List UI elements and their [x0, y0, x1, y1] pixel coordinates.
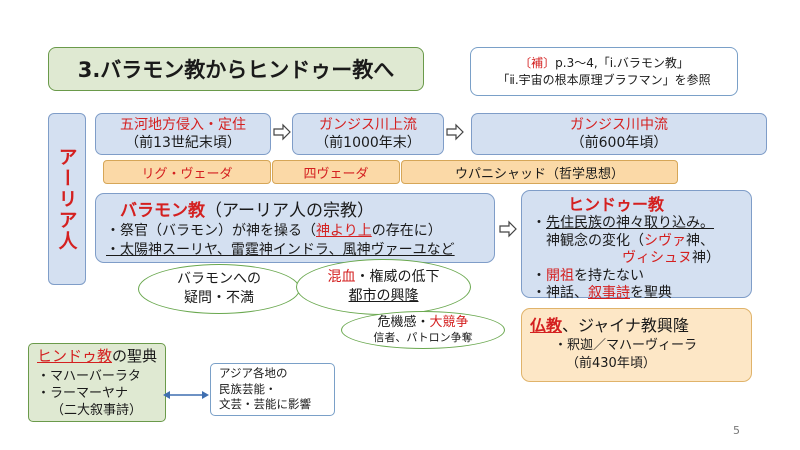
- buddhism-title-rest: 、ジャイナ教興隆: [562, 316, 689, 335]
- timeline-box-1: 五河地方侵入・定住 （前13世紀末頃）: [95, 113, 271, 155]
- hinduism-founder: 開祖: [546, 267, 574, 284]
- hinduism-shiva: シヴァ: [644, 232, 686, 249]
- timeline-date-2: （前1000年末）: [315, 135, 421, 151]
- reference-line2: 「ⅱ.宇宙の根本原理ブラフマン」を参照: [497, 72, 711, 87]
- hinduism-line1-indigenous: 先住民族: [546, 215, 602, 231]
- oval-crisis: 危機感・大競争 信者、パトロン争奪: [341, 311, 505, 349]
- scripture-title-rest: の聖典: [112, 347, 158, 365]
- oval-social: 混血・権威の低下 都市の興隆: [296, 259, 471, 315]
- oval-crisis-pre: 危機感・: [377, 315, 430, 330]
- buddhism-line3: （前430年頃）: [566, 356, 656, 371]
- oval-crisis-line2: 信者、パトロン争奪: [373, 331, 473, 344]
- influence-line3: 文芸・芸能に影響: [219, 397, 311, 411]
- reference-line1: p.3～4,「ⅰ.バラモン教」: [555, 55, 689, 70]
- timeline-place-1: 五河地方侵入・定住: [120, 117, 246, 133]
- timeline-box-3: ガンジス川中流 （前600年頃）: [471, 113, 767, 155]
- text-rigveda: リグ・ヴェーダ: [103, 160, 271, 184]
- buddhism-title: 仏教: [530, 316, 563, 335]
- aryan-side-label: アーリア人: [48, 113, 86, 285]
- arrow-right-icon: [499, 220, 517, 242]
- reference-bracket: 〔補〕: [519, 55, 556, 70]
- brahmanism-subtitle: （アーリア人の宗教）: [205, 201, 374, 221]
- timeline-date-3: （前600年頃）: [570, 135, 668, 151]
- hinduism-line2-post: 神、: [686, 232, 714, 249]
- brahmanism-line1-pre: ・祭官（バラモン）が神を操る（: [106, 223, 316, 239]
- hinduism-line1-dot: ・: [532, 215, 546, 231]
- text-upanishad-label: ウパニシャッド（哲学思想）: [454, 166, 624, 182]
- brahmanism-line1-highlight: 神より上: [316, 223, 372, 239]
- arrow-right-icon: [446, 123, 464, 145]
- brahmanism-box: バラモン教（アーリア人の宗教） ・祭官（バラモン）が神を操る（神より上の存在に）…: [95, 193, 495, 263]
- double-arrow-icon: [162, 386, 210, 405]
- timeline-place-2: ガンジス川上流: [319, 117, 417, 133]
- hinduism-line4-rest: を持たない: [574, 267, 644, 284]
- hinduism-line2-pre: 神観念の変化（: [546, 232, 644, 249]
- scripture-item-ramayana: ・ラーマーヤナ: [37, 386, 129, 401]
- influence-line1: アジア各地の: [219, 366, 288, 380]
- brahmanism-line1-post: の存在に）: [371, 223, 442, 239]
- oval-doubt: バラモンへの 疑問・不満: [138, 264, 300, 314]
- hinduism-title: ヒンドゥー教: [568, 195, 665, 214]
- reference-note: 〔補〕p.3～4,「ⅰ.バラモン教」 「ⅱ.宇宙の根本原理ブラフマン」を参照: [470, 47, 738, 96]
- oval-doubt-line2: 疑問・不満: [184, 290, 254, 306]
- brahmanism-title: バラモン教: [120, 201, 205, 221]
- timeline-date-1: （前13世紀末頃）: [125, 135, 241, 151]
- hinduism-vishnu: ヴィシュヌ: [622, 250, 692, 266]
- oval-social-rest: ・権威の低下: [355, 269, 440, 285]
- oval-social-mixing: 混血: [327, 269, 356, 285]
- scripture-item-epics: （二大叙事詩）: [51, 403, 143, 418]
- timeline-box-2: ガンジス川上流 （前1000年末）: [292, 113, 444, 155]
- hinduism-line5-pre: ・神話、: [532, 285, 588, 301]
- oval-doubt-line1: バラモンへの: [177, 271, 261, 287]
- text-four-vedas-label: 四ヴェーダ: [303, 166, 369, 182]
- arrow-right-icon: [273, 123, 291, 145]
- timeline-place-3: ガンジス川中流: [570, 117, 668, 133]
- influence-box: アジア各地の 民族芸能・ 文芸・芸能に影響: [210, 363, 335, 416]
- text-upanishad: ウパニシャッド（哲学思想）: [401, 160, 678, 184]
- brahmanism-line2: ・太陽神スーリヤ、雷霆神インドラ、風神ヴァーユなど: [106, 242, 455, 258]
- hinduism-box: ヒンドゥー教 ・先住民族の神々取り込み。 神観念の変化（シヴァ神、 ヴィシュヌ神…: [521, 190, 752, 301]
- scripture-item-mahabharata: ・マハーバーラタ: [37, 369, 141, 384]
- scripture-box: ヒンドゥ教の聖典 ・マハーバーラタ ・ラーマーヤナ （二大叙事詩）: [28, 343, 166, 422]
- page-title: 3.バラモン教からヒンドゥー教へ: [48, 47, 424, 91]
- hinduism-line3-post: 神）: [692, 250, 720, 266]
- oval-crisis-competition: 大競争: [429, 315, 469, 330]
- hinduism-line4-dot: ・: [532, 267, 546, 284]
- page-title-text: 3.バラモン教からヒンドゥー教へ: [77, 58, 395, 82]
- influence-line2: 民族芸能・: [219, 381, 277, 396]
- text-four-vedas: 四ヴェーダ: [272, 160, 400, 184]
- hinduism-line5-post: を聖典: [630, 285, 672, 301]
- oval-social-line2: 都市の興隆: [348, 288, 419, 304]
- page-number: 5: [733, 424, 740, 437]
- hinduism-epic: 叙事詩: [588, 285, 630, 301]
- buddhism-line2: ・釈迦／マハーヴィーラ: [554, 338, 698, 353]
- aryan-side-label-text: アーリア人: [55, 146, 78, 252]
- hinduism-line1-rest: の神々取り込み。: [602, 215, 714, 231]
- scripture-title-hindu: ヒンドゥ教: [37, 347, 113, 365]
- text-rigveda-label: リグ・ヴェーダ: [141, 166, 233, 182]
- buddhism-box: 仏教、ジャイナ教興隆 ・釈迦／マハーヴィーラ （前430年頃）: [521, 308, 752, 382]
